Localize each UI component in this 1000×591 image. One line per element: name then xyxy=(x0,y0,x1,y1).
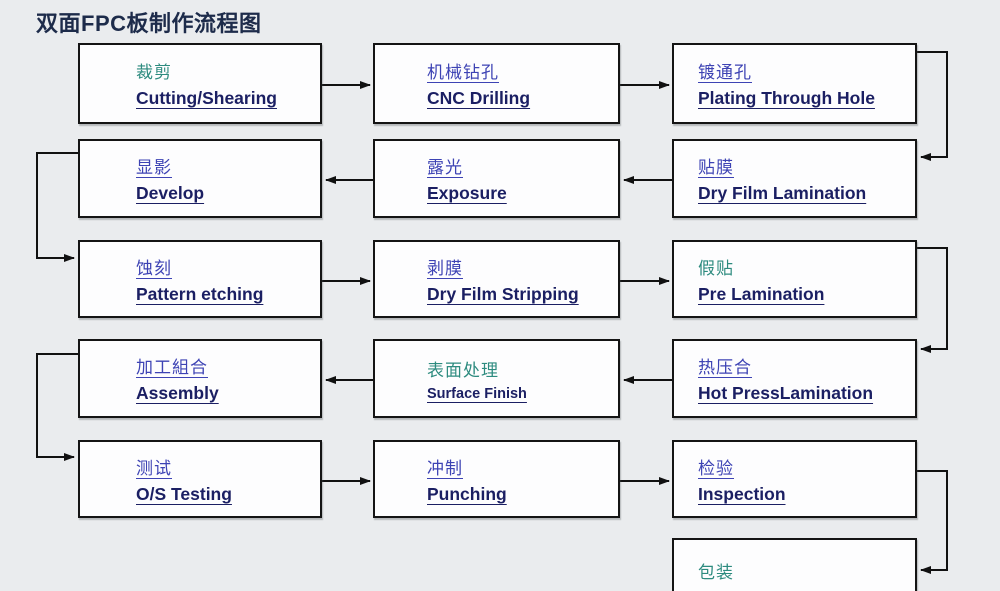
connector xyxy=(917,247,948,353)
step-label-zh: 加工組合 xyxy=(136,358,208,377)
connector xyxy=(917,470,948,574)
diagram-title: 双面FPC板制作流程图 xyxy=(36,11,262,36)
step-label-en: Cutting/Shearing xyxy=(136,88,277,108)
flow-step-pattern-etching: 蚀刻 Pattern etching xyxy=(78,240,322,318)
step-label-zh: 冲制 xyxy=(427,458,463,478)
step-label-en: Inspection xyxy=(698,483,786,504)
flow-step-packing: 包装 xyxy=(672,538,917,591)
step-label-en: Surface Finish xyxy=(427,385,527,402)
step-label-zh: 蚀刻 xyxy=(136,258,172,278)
flow-step-punching: 冲制 Punching xyxy=(373,440,620,518)
flow-step-dry-film-lamination: 贴膜 Dry Film Lamination xyxy=(672,139,917,218)
step-label-zh: 裁剪 xyxy=(136,63,172,82)
connector xyxy=(36,353,78,461)
step-label-zh: 露光 xyxy=(427,158,463,177)
step-label-zh: 剥膜 xyxy=(427,258,463,278)
step-label-en: Dry Film Lamination xyxy=(698,183,867,203)
step-label-en: Exposure xyxy=(427,183,507,203)
step-label-en: O/S Testing xyxy=(136,483,232,504)
step-label-zh: 机械钻孔 xyxy=(427,63,499,82)
step-label-zh: 贴膜 xyxy=(698,158,734,177)
flow-step-inspection: 检验 Inspection xyxy=(672,440,917,518)
step-label-en: Plating Through Hole xyxy=(698,88,875,108)
step-label-en: Assembly xyxy=(136,383,219,403)
step-label-en: Develop xyxy=(136,183,205,203)
step-label-zh: 假贴 xyxy=(698,258,734,278)
step-label-zh: 检验 xyxy=(698,458,734,478)
step-label-en: Punching xyxy=(427,483,507,504)
step-label-en: Hot PressLamination xyxy=(698,383,874,403)
step-label-en: Dry Film Stripping xyxy=(427,283,579,304)
step-label-zh: 显影 xyxy=(136,158,172,177)
connector xyxy=(917,51,948,161)
flow-step-exposure: 露光 Exposure xyxy=(373,139,620,218)
flow-step-cutting: 裁剪 Cutting/Shearing xyxy=(78,43,322,124)
flow-step-pre-lamination: 假贴 Pre Lamination xyxy=(672,240,917,318)
flow-step-dry-film-stripping: 剥膜 Dry Film Stripping xyxy=(373,240,620,318)
step-label-en: Pre Lamination xyxy=(698,283,825,304)
flow-step-hot-press-lamination: 热压合 Hot PressLamination xyxy=(672,339,917,418)
step-label-en: Pattern etching xyxy=(136,283,264,304)
flow-step-plating-through-hole: 镀通孔 Plating Through Hole xyxy=(672,43,917,124)
flow-step-develop: 显影 Develop xyxy=(78,139,322,218)
flow-step-surface-finish: 表面处理 Surface Finish xyxy=(373,339,620,418)
flow-step-assembly: 加工組合 Assembly xyxy=(78,339,322,418)
step-label-zh: 镀通孔 xyxy=(698,63,752,82)
flow-step-cnc-drilling: 机械钻孔 CNC Drilling xyxy=(373,43,620,124)
step-label-en: CNC Drilling xyxy=(427,88,531,108)
step-label-zh: 热压合 xyxy=(698,358,752,377)
step-label-zh: 测试 xyxy=(136,458,172,478)
step-label-zh: 表面处理 xyxy=(427,360,499,380)
connector xyxy=(36,152,78,262)
step-label-zh: 包装 xyxy=(698,563,734,582)
flow-step-os-testing: 测试 O/S Testing xyxy=(78,440,322,518)
